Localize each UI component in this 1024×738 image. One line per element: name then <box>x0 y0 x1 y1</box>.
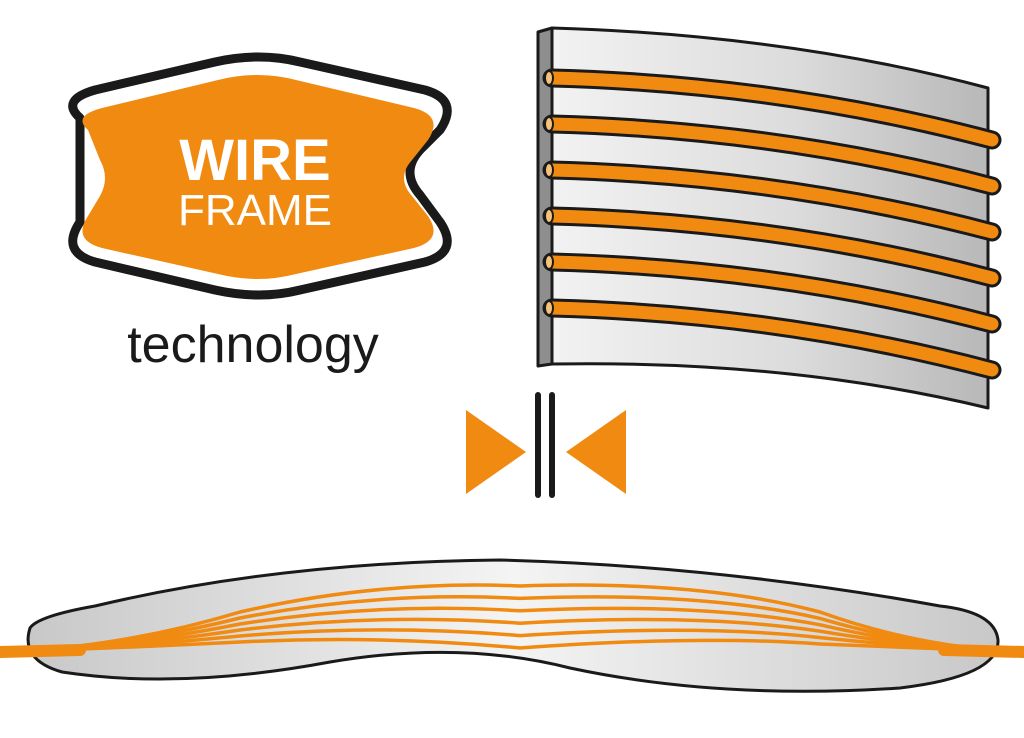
panel-wire <box>542 252 1002 334</box>
press-arrow-right-icon <box>566 410 626 494</box>
logo-badge-fill <box>82 75 434 279</box>
press-arrow-left-icon <box>466 410 526 494</box>
panel-wire <box>542 160 1002 242</box>
wire-panel <box>536 26 1002 410</box>
wireframe-logo: WIRE FRAME technology <box>68 52 452 374</box>
press-plate-right <box>549 392 555 498</box>
sole-wire-bundle-end <box>938 644 1024 658</box>
panel-wire <box>542 298 1002 380</box>
sole-wire <box>0 606 1024 654</box>
sole-wire <box>0 617 1024 654</box>
sole-wire <box>0 595 1024 654</box>
logo-tagline: technology <box>127 316 379 374</box>
sole-body <box>26 558 1000 693</box>
panel-wire <box>542 114 1002 196</box>
panel-wires <box>542 68 1002 380</box>
sole-wire-bundle-end <box>0 644 86 658</box>
sole-wires <box>0 583 1024 658</box>
sole-section <box>0 558 1024 693</box>
press-plate-left <box>535 392 541 498</box>
press-icon-group <box>466 392 626 498</box>
sole-wire <box>0 583 1024 654</box>
sole-wire <box>0 628 1024 654</box>
panel-wire <box>542 68 1002 150</box>
logo-line2: FRAME <box>178 186 332 235</box>
logo-line1: WIRE <box>179 128 330 193</box>
sole-wire <box>0 637 1024 654</box>
panel-wire <box>542 206 1002 288</box>
